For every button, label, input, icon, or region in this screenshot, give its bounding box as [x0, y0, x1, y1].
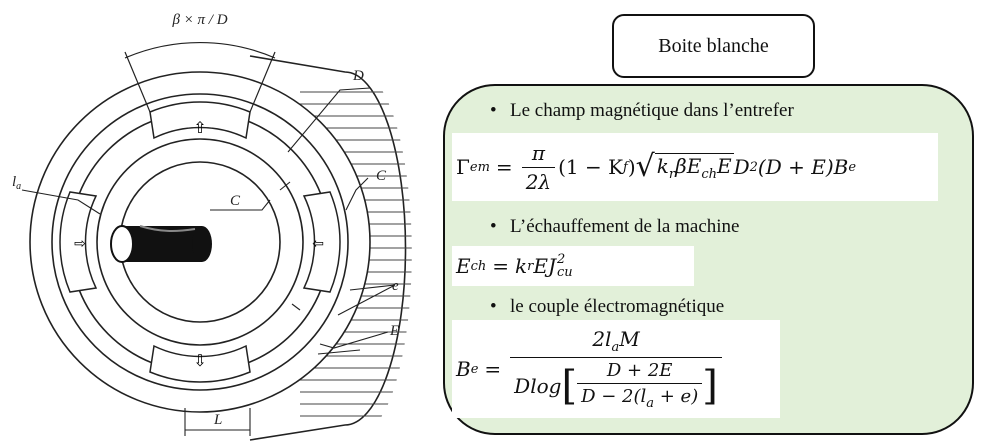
bullet-dot: •: [490, 296, 497, 317]
bullet-dot: •: [490, 100, 497, 121]
label-la: la: [12, 174, 21, 192]
svg-text:⇩: ⇩: [193, 351, 206, 370]
svg-text:⇦: ⇦: [312, 236, 324, 252]
bullet-dot: •: [490, 216, 497, 237]
label-L: L: [213, 412, 222, 428]
bullet-label: Le champ magnétique dans l’entrefer: [510, 100, 794, 121]
panel-title: Boite blanche: [612, 14, 815, 78]
magnet-right: ⇦: [302, 191, 341, 293]
magnet-left: ⇨: [59, 191, 98, 293]
label-D: D: [352, 68, 364, 84]
magnet-bottom: ⇩: [149, 344, 251, 383]
svg-text:⇧: ⇧: [193, 118, 206, 137]
magnet-top: ⇧: [149, 101, 251, 140]
svg-text:⇨: ⇨: [74, 236, 86, 252]
label-C-inner: C: [230, 193, 241, 209]
bullet-heating: • L’échauffement de la machine: [490, 216, 739, 238]
shaft: [110, 225, 212, 263]
label-C-outer: C: [376, 168, 387, 184]
bullet-label: L’échauffement de la machine: [510, 216, 740, 237]
machine-diagram: ⇧ ⇩ ⇨ ⇦ β × π / D D l: [12, 12, 412, 441]
arc-dimension: [124, 41, 276, 113]
label-e: e: [392, 278, 399, 294]
bullet-label: le couple électromagnétique: [510, 296, 725, 317]
label-E: E: [389, 323, 399, 339]
label-arc-width: β × π / D: [171, 12, 227, 28]
bullet-torque: • le couple électromagnétique: [490, 296, 724, 318]
bullet-magnetic-field: • Le champ magnétique dans l’entrefer: [490, 100, 794, 122]
